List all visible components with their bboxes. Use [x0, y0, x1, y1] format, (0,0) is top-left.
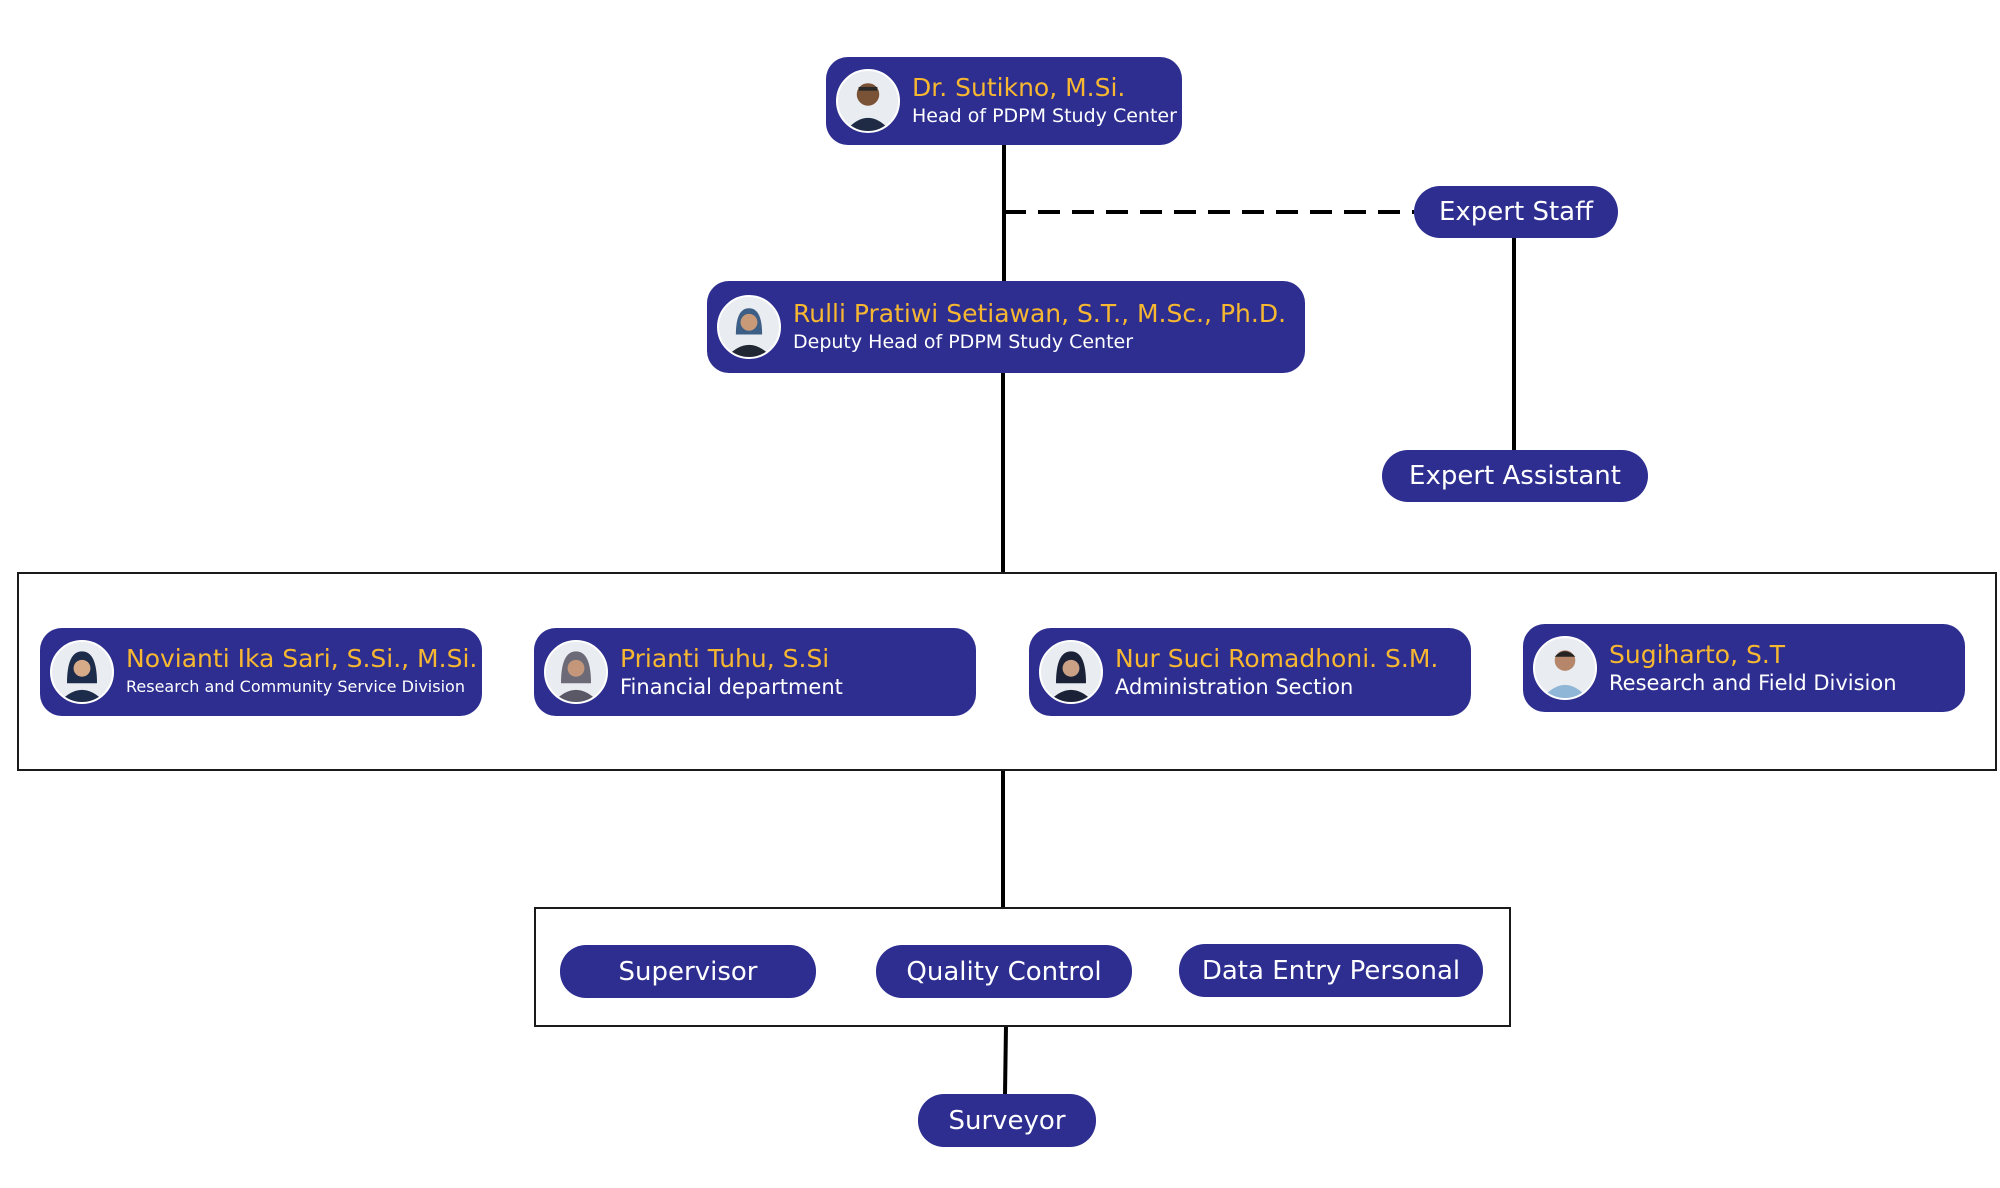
quality-control-node: Quality Control: [876, 945, 1132, 998]
deputy-node: Rulli Pratiwi Setiawan, S.T., M.Sc., Ph.…: [707, 281, 1305, 373]
financial-role: Financial department: [620, 675, 843, 699]
expert-assistant-node: Expert Assistant: [1382, 450, 1648, 502]
research-community-role: Research and Community Service Division: [126, 677, 465, 696]
expert-staff-node: Expert Staff: [1414, 186, 1618, 238]
surveyor-node: Surveyor: [918, 1094, 1096, 1147]
deputy-role: Deputy Head of PDPM Study Center: [793, 331, 1134, 353]
field-to-surveyor-line: [1003, 1025, 1008, 1095]
head-name: Dr. Sutikno, M.Si.: [912, 73, 1126, 102]
research-field-name: Sugiharto, S.T: [1609, 640, 1786, 669]
research-field-role: Research and Field Division: [1609, 671, 1897, 695]
research-field-node: Sugiharto, S.T Research and Field Divisi…: [1523, 624, 1965, 712]
financial-node: Prianti Tuhu, S.Si Financial department: [534, 628, 976, 716]
head-node: Dr. Sutikno, M.Si. Head of PDPM Study Ce…: [826, 57, 1182, 145]
administration-node: Nur Suci Romadhoni. S.M. Administration …: [1029, 628, 1471, 716]
deputy-avatar-photo: [717, 295, 781, 359]
head-role: Head of PDPM Study Center: [912, 105, 1177, 127]
research-community-name: Novianti Ika Sari, S.Si., M.Si.: [126, 644, 478, 673]
data-entry-node: Data Entry Personal: [1179, 944, 1483, 997]
supervisor-node: Supervisor: [560, 945, 816, 998]
research-community-avatar-photo: [50, 640, 114, 704]
head-avatar-photo: [836, 69, 900, 133]
financial-name: Prianti Tuhu, S.Si: [620, 644, 830, 673]
financial-avatar-photo: [544, 640, 608, 704]
research-community-node: Novianti Ika Sari, S.Si., M.Si. Research…: [40, 628, 482, 716]
deputy-name: Rulli Pratiwi Setiawan, S.T., M.Sc., Ph.…: [793, 299, 1287, 328]
research-field-avatar-photo: [1533, 636, 1597, 700]
administration-avatar-photo: [1039, 640, 1103, 704]
administration-role: Administration Section: [1115, 675, 1354, 699]
administration-name: Nur Suci Romadhoni. S.M.: [1115, 644, 1439, 673]
